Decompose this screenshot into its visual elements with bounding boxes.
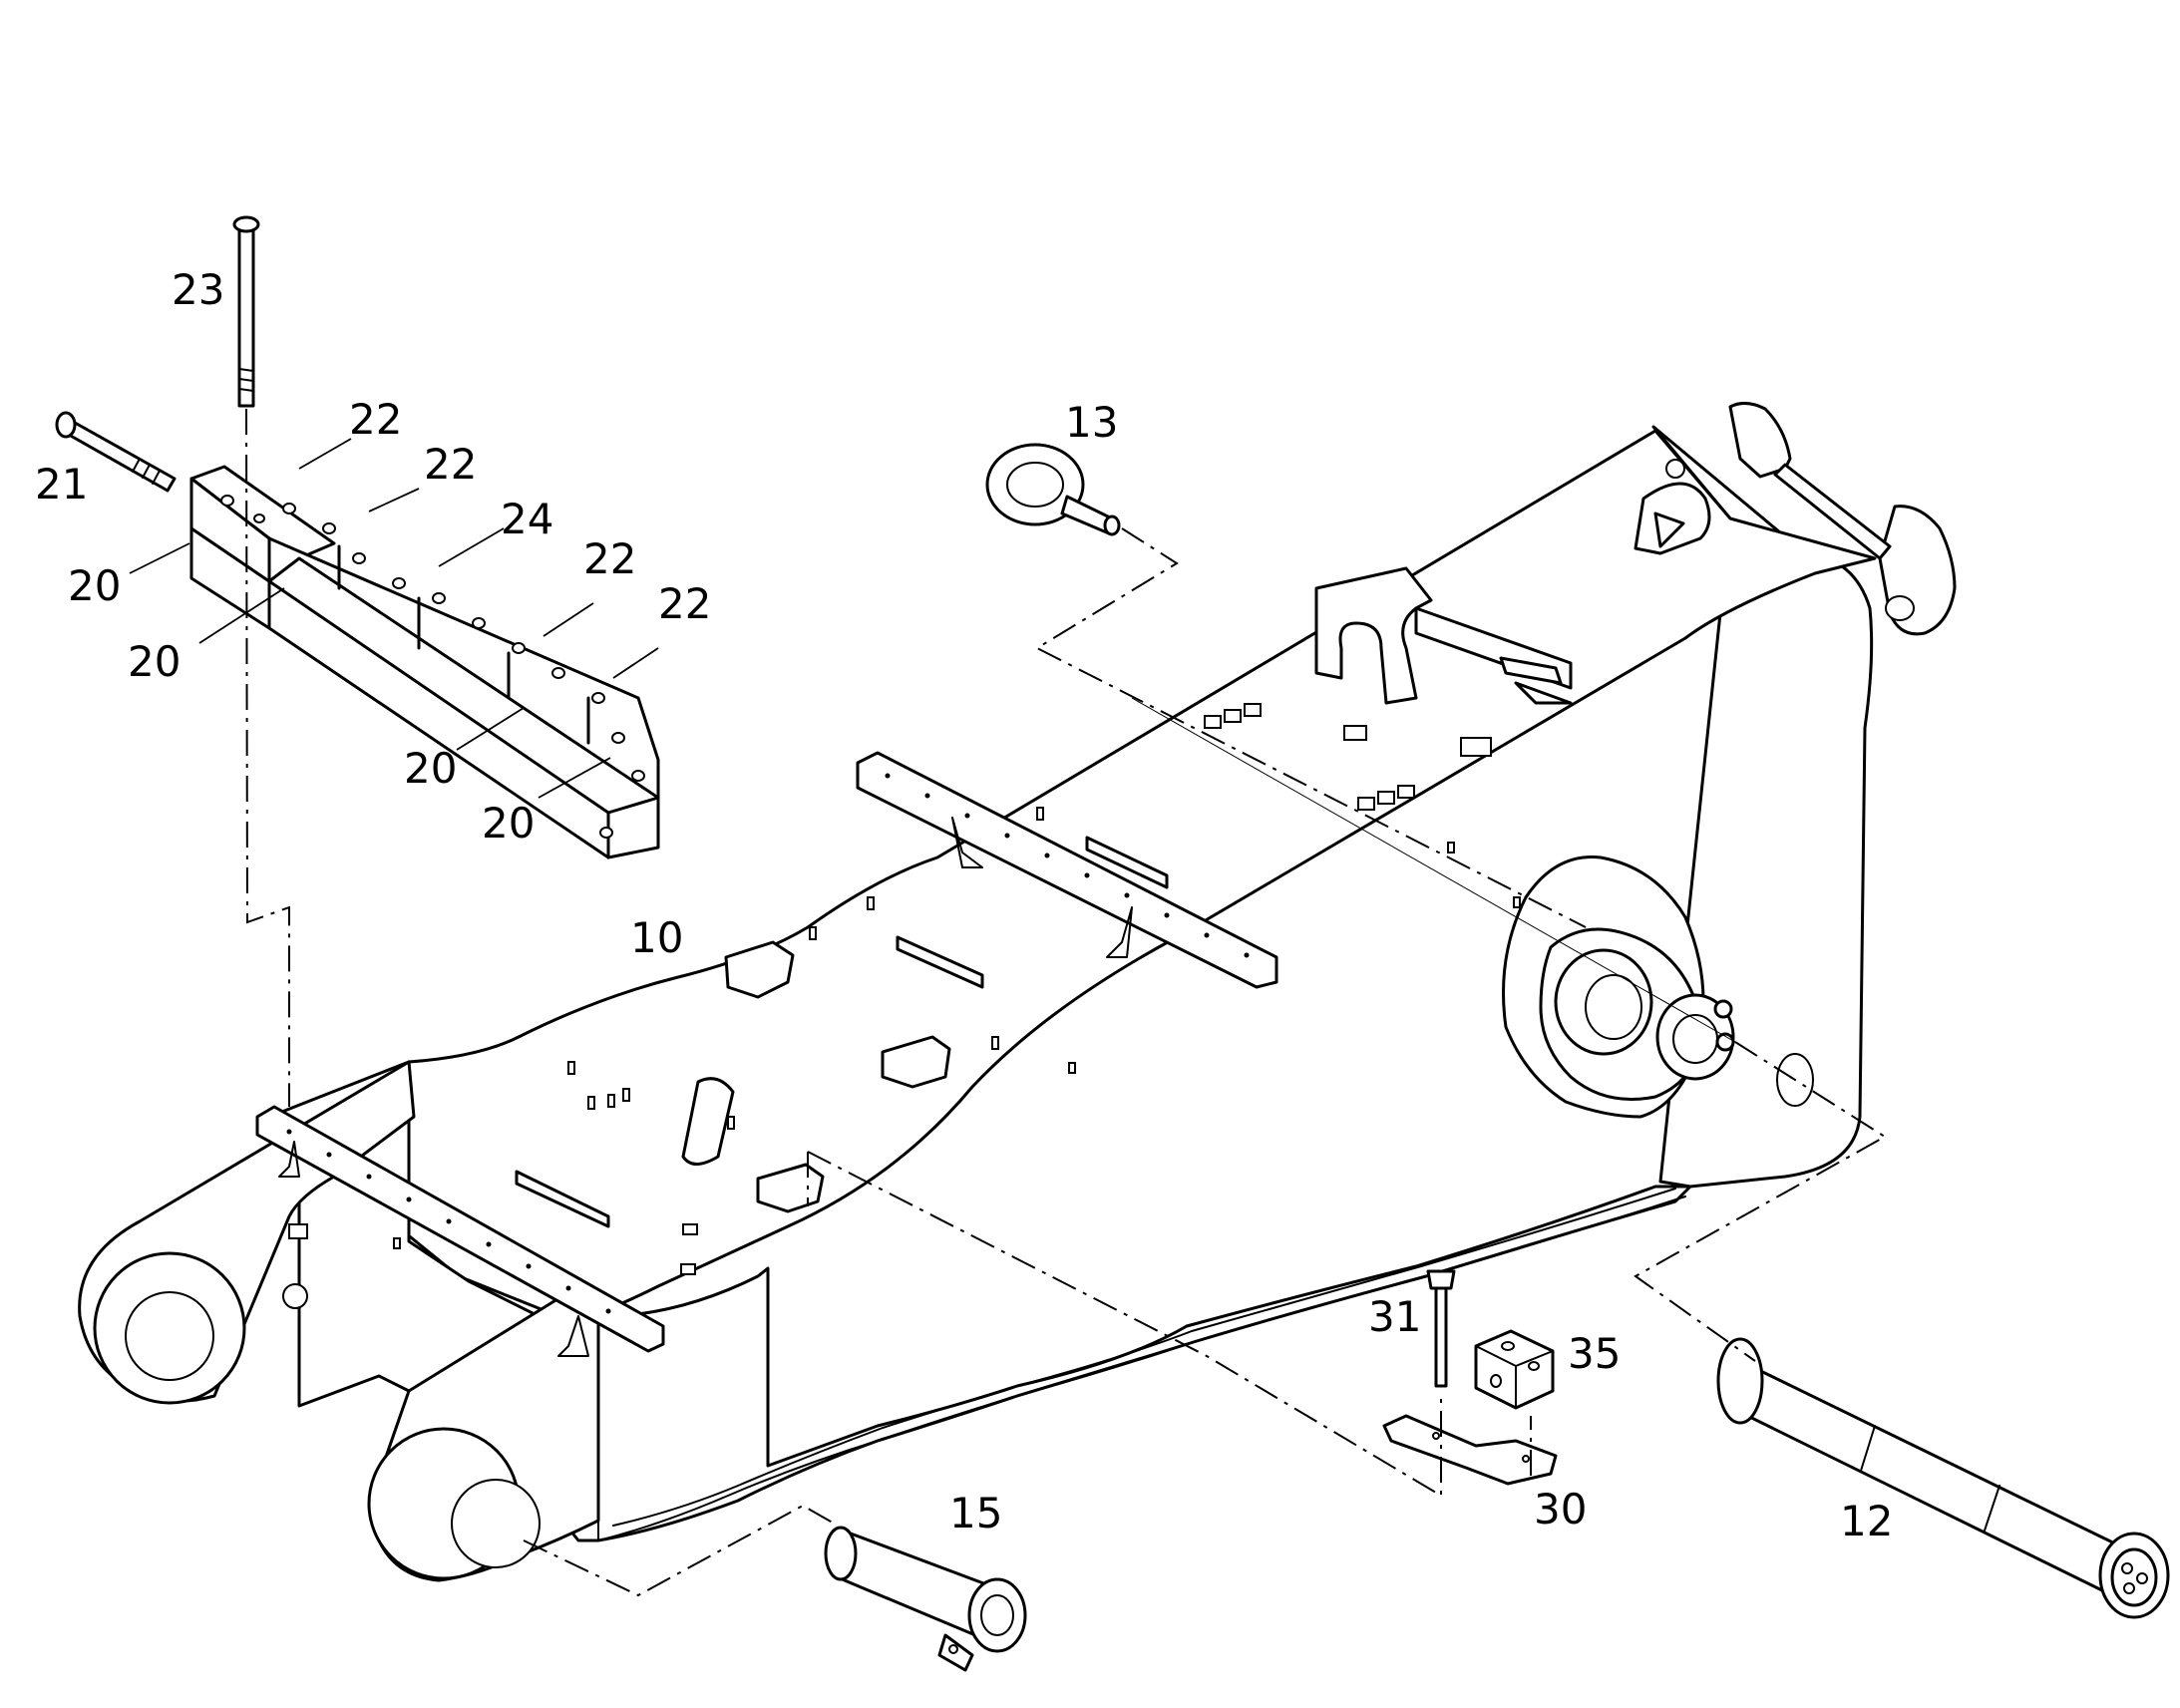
callout-labels: 10 12 13 15 20 20 20 20 21 22 22 22 22 2… bbox=[35, 265, 1893, 1545]
callout-22-d: 22 bbox=[658, 579, 711, 628]
block-35 bbox=[1474, 1329, 1555, 1410]
callout-20-d: 20 bbox=[482, 799, 535, 848]
callout-13: 13 bbox=[1065, 398, 1118, 447]
eye-bolt-13 bbox=[985, 443, 1121, 536]
deck-mounting-strip-lower bbox=[255, 1105, 665, 1357]
callout-20-c: 20 bbox=[404, 744, 457, 793]
leader-lines bbox=[129, 438, 659, 799]
deck-cross-bracket bbox=[1314, 566, 1573, 705]
callout-35: 35 bbox=[1568, 1329, 1621, 1378]
callout-10: 10 bbox=[630, 913, 683, 962]
deck-mounting-strip-upper bbox=[856, 751, 1278, 989]
callout-30: 30 bbox=[1534, 1485, 1587, 1534]
pin-12 bbox=[1716, 1337, 2170, 1619]
callout-12: 12 bbox=[1840, 1497, 1893, 1545]
callout-23: 23 bbox=[172, 265, 224, 314]
callout-22-b: 22 bbox=[424, 440, 477, 489]
bolt-31 bbox=[1426, 1269, 1456, 1388]
callout-20-a: 20 bbox=[68, 561, 121, 610]
pin-15 bbox=[824, 1526, 1027, 1672]
callout-31: 31 bbox=[1368, 1292, 1421, 1341]
deck-details bbox=[282, 703, 1521, 1309]
callout-24: 24 bbox=[501, 495, 553, 543]
assembly-center-lines bbox=[245, 408, 1887, 1597]
bolt-23 bbox=[232, 215, 260, 408]
callout-15: 15 bbox=[949, 1489, 1002, 1537]
callout-22-a: 22 bbox=[349, 395, 402, 444]
valve-block-assembly bbox=[189, 465, 660, 859]
callout-20-b: 20 bbox=[128, 637, 181, 686]
callout-21: 21 bbox=[35, 460, 88, 509]
bolt-21 bbox=[55, 411, 177, 493]
callout-22-c: 22 bbox=[583, 534, 636, 583]
